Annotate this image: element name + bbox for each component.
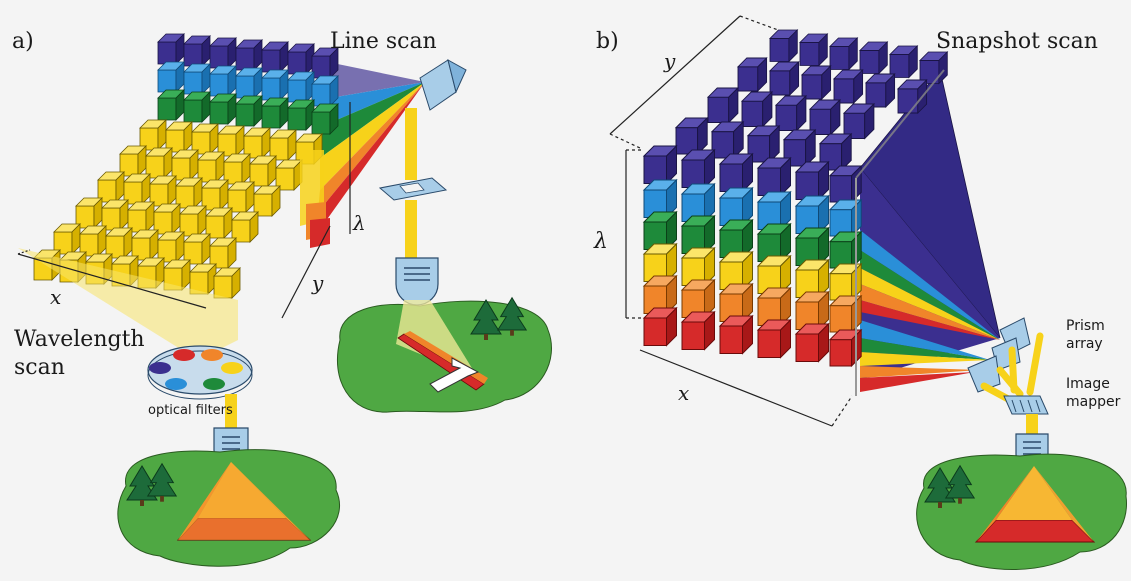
panel-a-dimension-lines	[17, 102, 351, 319]
panel-a-lambda-axis-label: λ	[352, 211, 366, 235]
optical-filter-wheel-icon	[147, 345, 253, 400]
image-mapper-label-line1: Image	[1066, 376, 1110, 392]
wavelength-scan-pyramid	[176, 462, 312, 541]
panel-b-tag: b)	[596, 29, 619, 54]
snapshot-pyramid	[974, 466, 1096, 543]
image-mapper-icon	[1003, 395, 1049, 415]
snapshot-scan-title: Snapshot scan	[936, 29, 1098, 54]
line-scan-prism	[419, 59, 467, 111]
panel-a-tag: a)	[12, 29, 34, 54]
line-scan-slit	[378, 177, 448, 201]
panel-b: b) Snapshot scan y λ x Prism array Image…	[593, 15, 1127, 570]
panel-a: a) Line scan Wavelength scan optical fil…	[12, 29, 552, 567]
prism-array-label-line2: array	[1066, 336, 1103, 352]
wavelength-scan-title-line1: Wavelength	[14, 327, 145, 352]
line-scan-beam	[405, 108, 417, 180]
panel-a-x-axis-label: x	[50, 285, 61, 309]
line-scan-spectral-fan	[318, 60, 425, 232]
panel-a-spectral-stack	[300, 150, 330, 248]
scan-direction-arrow-icon	[429, 357, 480, 393]
panel-a-y-axis-label: y	[311, 271, 324, 295]
panel-b-x-axis-label: x	[678, 381, 689, 405]
wavelength-scan-title-line2: scan	[14, 355, 65, 380]
panel-b-dimension-lines	[609, 15, 853, 427]
optical-filters-label: optical filters	[148, 403, 233, 418]
line-scan-title: Line scan	[330, 29, 437, 54]
panel-b-y-axis-label: y	[663, 49, 676, 73]
panel-b-lambda-axis-label: λ	[593, 229, 608, 254]
wavelength-scan-light-cone	[18, 248, 238, 360]
line-scan-objective-icon	[395, 257, 439, 306]
image-mapper-label-line2: mapper	[1066, 394, 1121, 410]
snapshot-spectral-fan	[859, 69, 1001, 392]
prism-array-label-line1: Prism	[1066, 318, 1105, 334]
